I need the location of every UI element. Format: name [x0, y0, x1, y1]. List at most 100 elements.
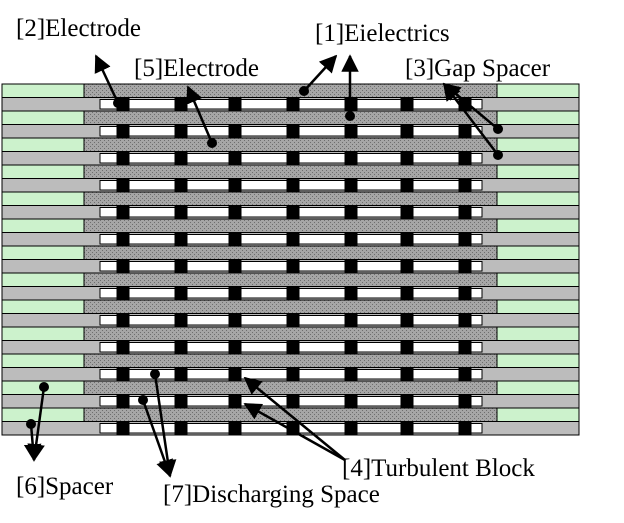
turbulent-block: [344, 422, 358, 435]
spacer-strip: [496, 137, 580, 152]
turbulent-block: [344, 314, 358, 327]
leader-dot-discharging-b: [138, 395, 148, 405]
turbulent-block: [286, 179, 300, 192]
turbulent-block: [344, 341, 358, 354]
electrode-layer: [83, 191, 498, 206]
turbulent-block: [116, 422, 130, 435]
turbulent-block: [116, 395, 130, 408]
turbulent-block: [174, 206, 188, 219]
turbulent-block: [400, 206, 414, 219]
electrode-layer: [83, 164, 498, 179]
spacer-strip: [1, 272, 85, 287]
turbulent-block: [228, 125, 242, 138]
label-discharging-space: [7]Discharging Space: [163, 481, 380, 508]
turbulent-block: [228, 152, 242, 165]
labels: [2]Electrode [1]Eielectrics [5]Electrode…: [16, 15, 551, 508]
leader-gap-spacer-b: [442, 82, 499, 156]
electrode-layer: [83, 326, 498, 341]
leader-dot-discharging-a: [150, 369, 160, 379]
turbulent-block: [174, 314, 188, 327]
turbulent-block: [286, 233, 300, 246]
turbulent-block: [228, 422, 242, 435]
electrode-layer: [83, 299, 498, 314]
leader-dot-gap-spacer-b: [493, 150, 503, 160]
turbulent-block: [344, 395, 358, 408]
leader-discharging-b: [141, 399, 173, 478]
spacer-strip: [1, 164, 85, 179]
turbulent-block: [344, 206, 358, 219]
turbulent-block: [174, 125, 188, 138]
spacer-strip: [496, 299, 580, 314]
turbulent-block: [458, 395, 472, 408]
electrode-layer: [83, 380, 498, 395]
turbulent-block: [174, 152, 188, 165]
turbulent-block: [400, 287, 414, 300]
label-electrode-2: [2]Electrode: [16, 15, 141, 42]
turbulent-block: [400, 314, 414, 327]
leader-dot-electrode-2: [113, 98, 123, 108]
turbulent-block: [228, 179, 242, 192]
turbulent-block: [228, 368, 242, 381]
spacer-strip: [496, 407, 580, 422]
turbulent-block: [174, 233, 188, 246]
turbulent-block: [400, 98, 414, 111]
electrode-layer: [83, 218, 498, 233]
turbulent-block: [458, 287, 472, 300]
turbulent-block: [116, 206, 130, 219]
turbulent-block: [228, 260, 242, 273]
spacer-strip: [1, 137, 85, 152]
spacer-strip: [1, 245, 85, 260]
turbulent-block: [116, 314, 130, 327]
turbulent-block: [458, 206, 472, 219]
spacer-strip: [1, 299, 85, 314]
electrode-layer: [83, 83, 498, 98]
label-dielectrics: [1]Eielectrics: [315, 20, 450, 47]
spacer-strip: [496, 272, 580, 287]
turbulent-block: [286, 98, 300, 111]
turbulent-block: [174, 341, 188, 354]
turbulent-block: [286, 395, 300, 408]
spacer-strip: [496, 191, 580, 206]
turbulent-block: [458, 152, 472, 165]
leader-dot-spacer-a: [39, 382, 49, 392]
turbulent-block: [286, 260, 300, 273]
turbulent-block: [174, 260, 188, 273]
label-gap-spacer: [3]Gap Spacer: [405, 55, 551, 82]
spacer-strip: [496, 218, 580, 233]
turbulent-block: [228, 233, 242, 246]
turbulent-block: [400, 233, 414, 246]
turbulent-block: [116, 260, 130, 273]
turbulent-block: [286, 206, 300, 219]
spacer-strip: [1, 110, 85, 125]
turbulent-block: [228, 206, 242, 219]
turbulent-block: [344, 287, 358, 300]
spacer-strip: [1, 83, 85, 98]
turbulent-block: [228, 395, 242, 408]
label-spacer: [6]Spacer: [16, 473, 114, 500]
turbulent-block: [400, 152, 414, 165]
leader-dot-gap-spacer-a: [493, 124, 503, 134]
turbulent-block: [116, 287, 130, 300]
label-turbulent-block: [4]Turbulent Block: [342, 455, 535, 482]
turbulent-block: [174, 98, 188, 111]
leader-turbulent-b: [243, 402, 346, 462]
leader-turbulent-a: [243, 376, 346, 461]
turbulent-block: [344, 368, 358, 381]
label-electrode-5: [5]Electrode: [134, 55, 259, 82]
turbulent-block: [174, 422, 188, 435]
turbulent-block: [286, 125, 300, 138]
leader-dot-electrode-5: [207, 138, 217, 148]
turbulent-block: [286, 368, 300, 381]
turbulent-block: [400, 368, 414, 381]
electrode-layer: [83, 245, 498, 260]
spacer-strip: [496, 245, 580, 260]
turbulent-block: [458, 125, 472, 138]
leader-dot-dielectrics-a: [299, 86, 309, 96]
spacer-strip: [496, 326, 580, 341]
turbulent-block: [458, 341, 472, 354]
turbulent-block: [174, 287, 188, 300]
turbulent-block: [458, 179, 472, 192]
spacer-strip: [1, 353, 85, 368]
spacer-strip: [496, 110, 580, 125]
